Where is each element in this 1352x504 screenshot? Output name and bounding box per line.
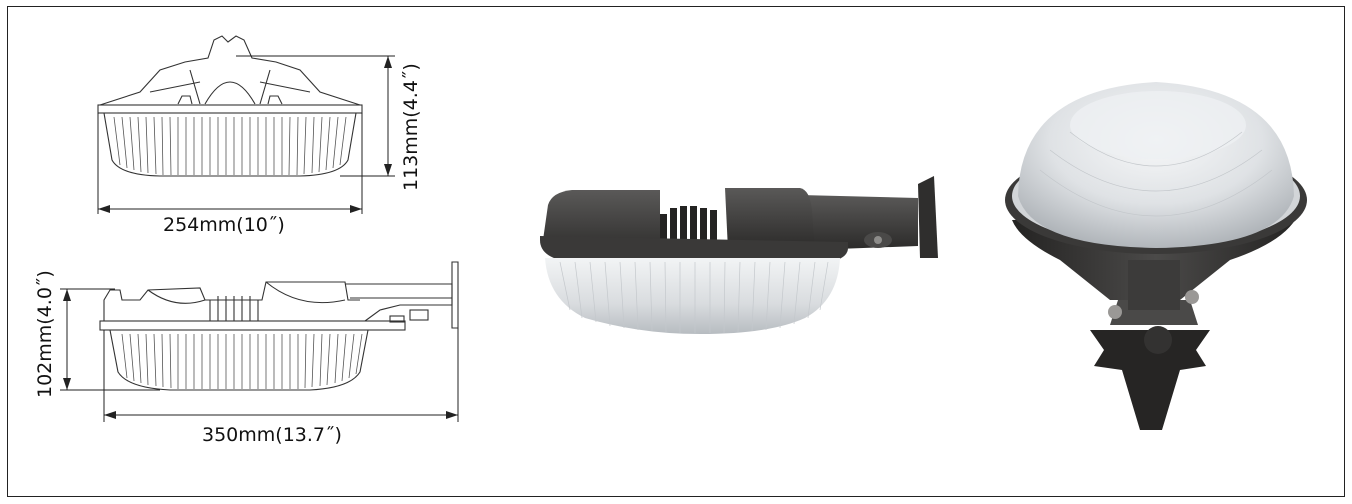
top-view-width-label: 254mm(10˝) <box>163 214 285 236</box>
diagram-frame <box>7 6 1345 497</box>
side-view-width-label: 350mm(13.7˝) <box>202 424 342 446</box>
